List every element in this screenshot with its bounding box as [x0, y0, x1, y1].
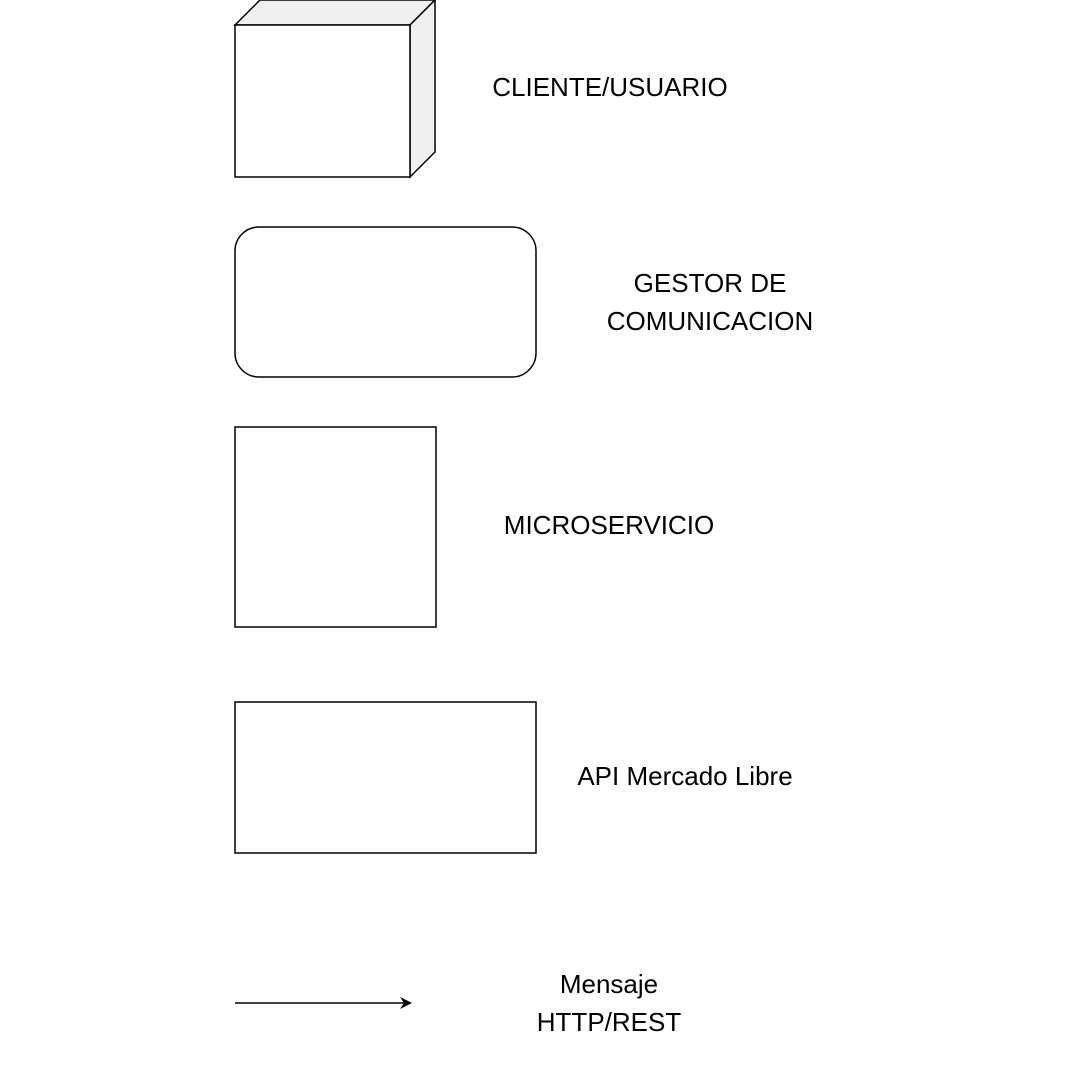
api-mercado-libre-shape [234, 701, 537, 854]
mensaje-label-line-2: HTTP/REST [536, 1007, 682, 1037]
api-mercado-libre-label: API Mercado Libre [577, 757, 792, 795]
cliente-usuario-label-line: CLIENTE/USUARIO [492, 72, 728, 102]
mensaje-label-line-1: Mensaje [559, 969, 659, 999]
gestor-comunicacion-label-line-2: COMUNICACION [606, 306, 814, 336]
box-front-face [234, 24, 411, 178]
box-top-face [233, 0, 437, 26]
box-side-face [409, 0, 436, 179]
microservicio-label: MICROSERVICIO [504, 506, 714, 544]
gestor-comunicacion-shape [234, 226, 537, 378]
cliente-usuario-shape [233, 0, 437, 179]
cliente-usuario-label: CLIENTE/USUARIO [492, 68, 728, 106]
microservicio-shape [234, 426, 437, 628]
gestor-comunicacion-label: GESTOR DE COMUNICACION [607, 264, 814, 340]
mensaje-label: Mensaje HTTP/REST [537, 965, 681, 1041]
api-mercado-libre-label-line: API Mercado Libre [577, 761, 793, 791]
gestor-comunicacion-label-line-1: GESTOR DE [633, 268, 787, 298]
microservicio-label-line: MICROSERVICIO [503, 510, 715, 540]
